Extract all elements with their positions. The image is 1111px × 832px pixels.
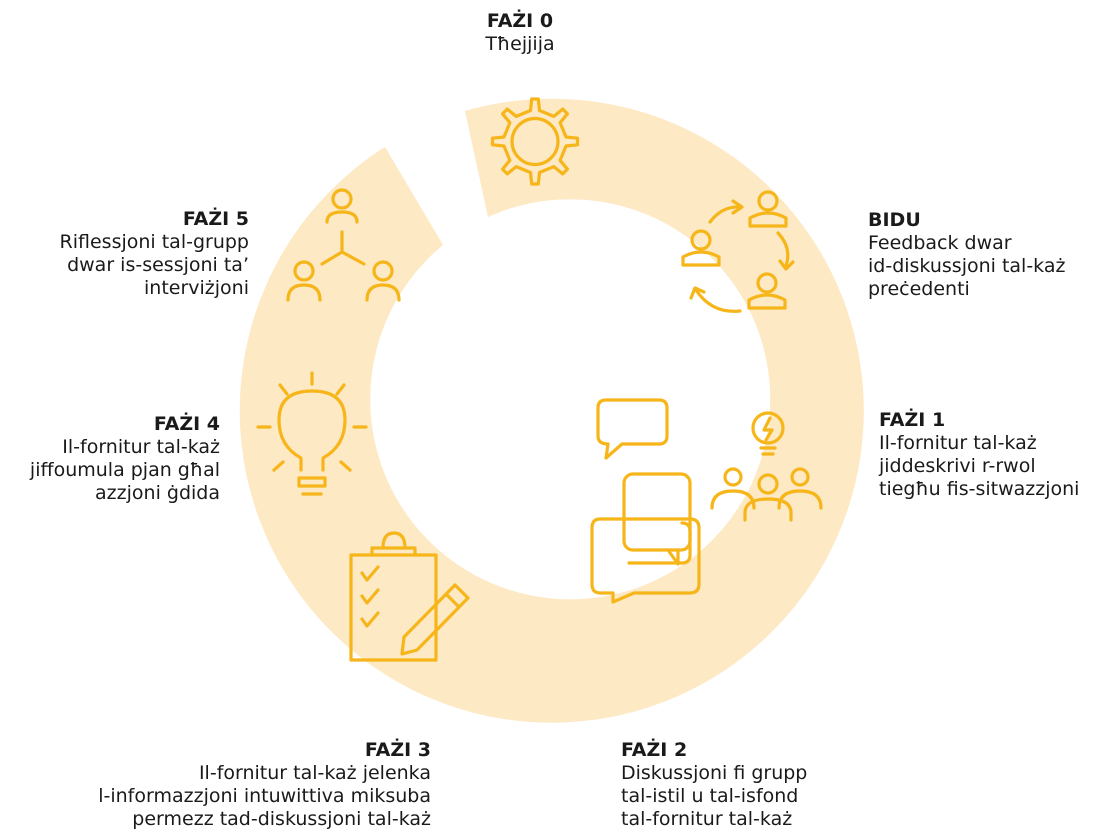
start-line-2: id-diskussjoni tal-każ — [868, 255, 1066, 277]
phase2-line-3: tal-fornitur tal-każ — [621, 808, 793, 830]
phase1-title: FAŻI 1 — [879, 409, 946, 431]
phase5-line-1: Riflessjoni tal-grupp — [59, 231, 249, 253]
phase0-title: FAŻI 0 — [486, 10, 554, 32]
phase2-line-2: tal-istil u tal-isfond — [621, 785, 799, 807]
group-network-icon — [286, 188, 401, 302]
phase5-line-2: dwar is-sessjoni ta’ — [67, 254, 249, 276]
phase1-line-2: jiddeskrivi r-rwol — [879, 455, 1036, 477]
phase5-line-3: interviżjoni — [144, 277, 249, 299]
phase1-label: FAŻI 1 Il-fornitur tal-każ jiddeskrivi r… — [879, 409, 1079, 501]
phase4-label: FAŻI 4 Il-fornitur tal-każ jiffoumula pj… — [30, 413, 220, 505]
phase3-title: FAŻI 3 — [364, 739, 431, 761]
phase0-label: FAŻI 0 Tħejjija — [440, 10, 600, 56]
start-line-3: preċedenti — [868, 278, 970, 300]
start-label: BIDU Feedback dwar id-diskussjoni tal-ka… — [868, 209, 1065, 301]
phase5-title: FAŻI 5 — [182, 208, 249, 230]
phase1-line-1: Il-fornitur tal-każ — [879, 432, 1037, 454]
start-line-1: Feedback dwar — [868, 232, 1012, 254]
phase4-title: FAŻI 4 — [153, 413, 220, 435]
phase3-line-2: l-informazzjoni intuwittiva miksuba — [98, 785, 431, 807]
start-title: BIDU — [868, 209, 921, 231]
cycle-ring — [239, 98, 864, 723]
phase1-line-3: tiegħu fis-sitwazzjoni — [879, 478, 1080, 500]
clipboard-pencil-icon — [349, 531, 470, 662]
lightbulb-icon — [256, 371, 368, 496]
phase4-line-1: Il-fornitur tal-każ — [62, 436, 220, 458]
phase5-label: FAŻI 5 Riflessjoni tal-grupp dwar is-ses… — [60, 208, 249, 300]
phase3-line-1: Il-fornitur tal-każ jelenka — [198, 762, 431, 784]
phase2-title: FAŻI 2 — [621, 739, 688, 761]
phase3-label: FAŻI 3 Il-fornitur tal-każ jelenka l-inf… — [98, 739, 431, 831]
phase2-line-1: Diskussjoni fi grupp — [621, 762, 808, 784]
phase2-label: FAŻI 2 Diskussjoni fi grupp tal-istil u … — [621, 739, 807, 831]
feedback-cycle-icon — [681, 190, 795, 313]
phase3-line-3: permezz tad-diskussjoni tal-każ — [132, 808, 431, 830]
phase4-line-2: jiffoumula pjan għal — [29, 459, 220, 481]
speech-bubbles-icon — [590, 398, 701, 604]
phase0-line: Tħejjija — [485, 33, 555, 55]
idea-team-icon — [710, 411, 823, 522]
phase4-line-3: azzjoni ġdida — [95, 482, 220, 504]
gear-icon — [490, 97, 580, 186]
